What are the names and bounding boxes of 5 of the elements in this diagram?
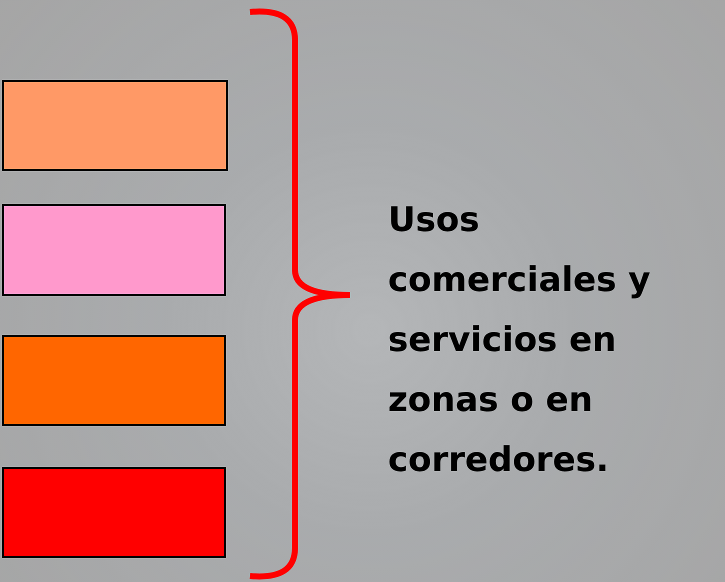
color-box <box>2 204 226 296</box>
color-box <box>2 80 228 171</box>
description-text: Usos comerciales y servicios en zonas o en corredores. <box>388 199 652 482</box>
color-box <box>2 335 226 426</box>
color-box <box>2 467 226 558</box>
